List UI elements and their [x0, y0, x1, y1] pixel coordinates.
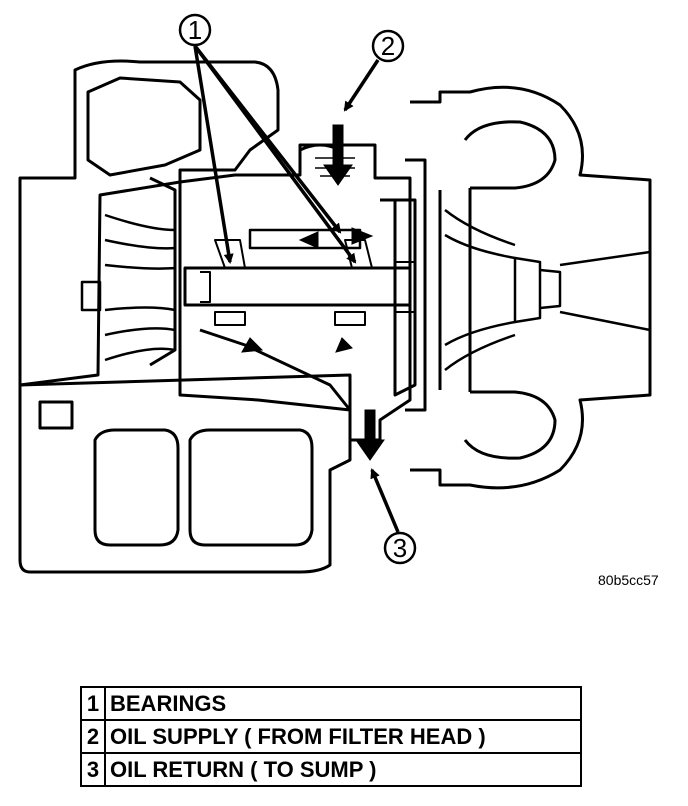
turbocharger-cutaway-diagram: 1 2 3: [18, 13, 652, 574]
compressor-housing: [410, 85, 652, 490]
oil-supply-arrow: [323, 124, 353, 186]
legend-label: BEARINGS: [104, 686, 582, 721]
leader-oil-supply: [343, 59, 380, 112]
svg-text:1: 1: [188, 15, 202, 45]
bearing-housing: [178, 143, 412, 442]
callout-1: 1: [178, 13, 212, 47]
figure-id: 80b5cc57: [598, 572, 659, 588]
leader-bearing-top: [193, 44, 342, 234]
legend-row: 1 BEARINGS: [80, 686, 582, 721]
turbine-wheel: [80, 213, 176, 362]
turbo-shaft: [183, 261, 416, 313]
leader-oil-return: [370, 468, 400, 533]
compressor-wheel: [444, 209, 562, 371]
oil-flow-bottom-right: [335, 337, 353, 353]
legend-label: OIL SUPPLY ( FROM FILTER HEAD ): [104, 719, 582, 754]
leader-lines: [193, 44, 400, 533]
oil-flow-top-right: [351, 227, 374, 245]
oil-flow-arrows: [241, 124, 385, 461]
legend-table: 1 BEARINGS 2 OIL SUPPLY ( FROM FILTER HE…: [80, 686, 582, 787]
leader-bearing-left: [193, 45, 234, 264]
callout-2: 2: [371, 29, 405, 63]
legend-label: OIL RETURN ( TO SUMP ): [104, 752, 582, 787]
turbine-housing: [18, 59, 280, 387]
legend-number: 1: [80, 686, 106, 721]
callout-3: 3: [383, 531, 417, 565]
svg-text:3: 3: [393, 533, 407, 563]
turbine-flange: [18, 373, 352, 574]
legend-row: 2 OIL SUPPLY ( FROM FILTER HEAD ): [80, 719, 582, 754]
legend-number: 3: [80, 752, 106, 787]
svg-text:2: 2: [381, 31, 395, 61]
oil-return-arrow: [355, 409, 385, 461]
oil-flow-top-left: [298, 231, 319, 249]
legend-row: 3 OIL RETURN ( TO SUMP ): [80, 752, 582, 787]
oil-flow-bottom-left: [241, 337, 264, 353]
legend-number: 2: [80, 719, 106, 754]
